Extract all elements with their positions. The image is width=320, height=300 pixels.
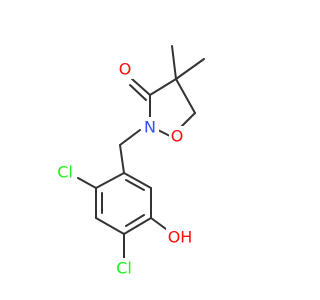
- bond-ar-oh: [150, 217, 167, 230]
- bond-ar-c6-c1: [123, 172, 152, 189]
- carbonyl-oxygen-atom: O: [117, 59, 133, 79]
- ring-oxygen-atom: O: [169, 126, 185, 146]
- chlorine-top-atom: Cl: [53, 162, 77, 182]
- bond-ar-inner-2: [125, 214, 145, 227]
- bond-ch2-aryl: [119, 144, 125, 174]
- bond-o1-n2: [157, 129, 171, 137]
- bond-c5-o1: [179, 112, 196, 129]
- bonds: [77, 45, 205, 259]
- bond-c3-c4: [149, 78, 177, 96]
- bond-ar-cl-top: [77, 177, 97, 189]
- bond-ar-c4-c5: [123, 217, 152, 235]
- nitrogen-atom: N: [141, 117, 159, 137]
- bond-n-ch2: [119, 129, 141, 146]
- bond-ar-c3-c4: [95, 217, 125, 235]
- bond-ar-inner-3: [125, 179, 145, 191]
- ring-oxygen-label: O: [171, 127, 184, 146]
- bond-ar-c1-c2: [95, 172, 125, 189]
- carbonyl-oxygen-label: O: [119, 60, 132, 79]
- chlorine-top-label: Cl: [57, 163, 73, 182]
- bond-c3-o-double-b: [129, 84, 147, 101]
- hydroxyl-group-atom: OH: [166, 227, 194, 247]
- atom-labels: O N O Cl Cl OH: [53, 59, 194, 278]
- chlorine-bottom-atom: Cl: [112, 258, 136, 278]
- bond-c4-c5: [175, 78, 196, 114]
- bond-c3-o-double-a: [131, 78, 151, 96]
- hydroxyl-label: OH: [168, 228, 193, 247]
- molecule-structure-diagram: O N O Cl Cl OH: [53, 45, 205, 278]
- bond-c4-methyl-1: [171, 45, 177, 80]
- chlorine-bottom-label: Cl: [116, 259, 132, 278]
- nitrogen-label: N: [144, 118, 156, 137]
- bond-c4-methyl-2: [175, 58, 205, 80]
